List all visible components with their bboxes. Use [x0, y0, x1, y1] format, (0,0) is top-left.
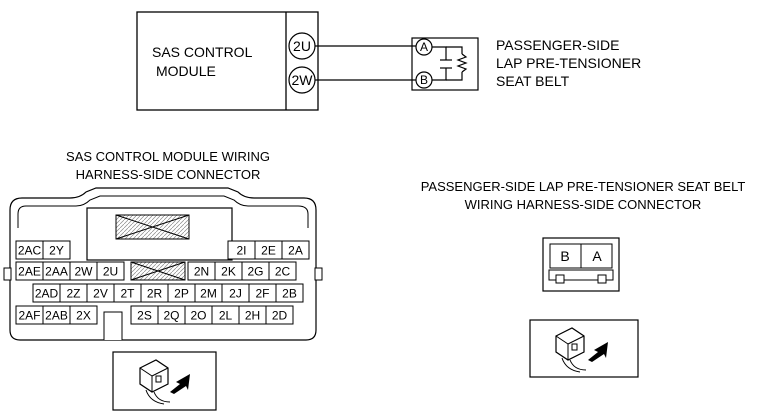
sas-pin-label: 2AF: [18, 309, 40, 323]
sas-pin-cell: [69, 305, 98, 325]
probe-icon-pretensioner: [529, 319, 639, 378]
sas-pin-cell: [281, 240, 310, 260]
pretensioner-pin-a: A: [592, 248, 602, 264]
sas-pin-label: 2AE: [18, 265, 41, 279]
sas-pin-label: 2P: [174, 287, 189, 301]
sas-pin-label: 2Q: [163, 309, 179, 323]
sas-pin-label: 2H: [245, 309, 260, 323]
sas-pin-label: 2J: [229, 287, 242, 301]
pretensioner-connector-caption-line1: PASSENGER-SIDE LAP PRE-TENSIONER SEAT BE…: [421, 179, 746, 194]
sas-pin-label: 2AC: [18, 244, 42, 258]
sas-pin-cell: [265, 305, 294, 325]
pretensioner-connector-caption-line2: WIRING HARNESS-SIDE CONNECTOR: [465, 197, 702, 212]
sas-pin-label: 2AB: [45, 309, 68, 323]
sas-pin-label: 2F: [255, 287, 269, 301]
sas-pin-label: 2T: [120, 287, 135, 301]
resistor-symbol: [456, 53, 468, 73]
pretensioner-box: [411, 37, 479, 91]
sas-pin-label: 2E: [261, 244, 276, 258]
sas-pin-label: 2V: [93, 287, 108, 301]
sas-pin-label: 2K: [221, 265, 236, 279]
sas-pin-cell: [268, 261, 297, 281]
sas-pin-label: 2O: [190, 309, 206, 323]
sas-pin-cell: [96, 261, 125, 281]
sas-pin-label: 2R: [147, 287, 163, 301]
sas-pin-label: 2AA: [45, 265, 68, 279]
sas-pin-label: 2L: [219, 309, 233, 323]
sas-connector-caption-line2: HARNESS-SIDE CONNECTOR: [76, 167, 261, 182]
sas-connector: 2AC 2Y 2I 2E 2A 2AE 2AA 2W 2U 2N 2K 2G 2C 2AD 2Z 2V 2T 2R…: [3, 187, 323, 341]
sas-pin-label: 2S: [137, 309, 152, 323]
terminal-2w-label: 2W: [292, 72, 314, 88]
sas-pin-label: 2X: [76, 309, 91, 323]
sas-pin-label: 2D: [272, 309, 288, 323]
sas-pin-label: 2U: [103, 265, 118, 279]
module-label-line2: MODULE: [156, 63, 216, 79]
sas-control-module: SAS CONTROL MODULE 2U 2W: [136, 11, 319, 111]
sas-pin-label: 2C: [275, 265, 291, 279]
pretensioner-label-line3: SEAT BELT: [496, 73, 570, 89]
pretensioner-component: [411, 37, 479, 91]
module-label-line1: SAS CONTROL: [152, 44, 253, 60]
sas-pin-label: 2I: [236, 244, 246, 258]
sas-pin-label: 2B: [282, 287, 297, 301]
terminal-2u-label: 2U: [293, 38, 311, 54]
sas-pin-label: 2N: [194, 265, 209, 279]
sas-connector-caption-line1: SAS CONTROL MODULE WIRING: [66, 149, 270, 164]
pretensioner-label-line2: LAP PRE-TENSIONER: [496, 55, 641, 71]
probe-icon-sas: [112, 351, 217, 411]
sas-pin-label: 2Z: [66, 287, 80, 301]
pretensioner-connector: B A: [542, 237, 620, 292]
terminal-a-label: A: [420, 40, 428, 54]
pretensioner-label-line1: PASSENGER-SIDE: [496, 37, 619, 53]
sas-pin-label: 2A: [288, 244, 303, 258]
sas-pin-label: 2Y: [49, 244, 64, 258]
pretensioner-pin-b: B: [560, 248, 569, 264]
terminal-b-label: B: [420, 73, 428, 87]
sas-pin-label: 2AD: [35, 287, 59, 301]
sas-pin-label: 2G: [247, 265, 263, 279]
sas-pin-label: 2W: [75, 265, 94, 279]
sas-pin-label: 2M: [200, 287, 217, 301]
sas-pin-cell: [275, 283, 304, 303]
sas-pin-cell: [42, 240, 71, 260]
circuit-wires: [315, 45, 416, 81]
